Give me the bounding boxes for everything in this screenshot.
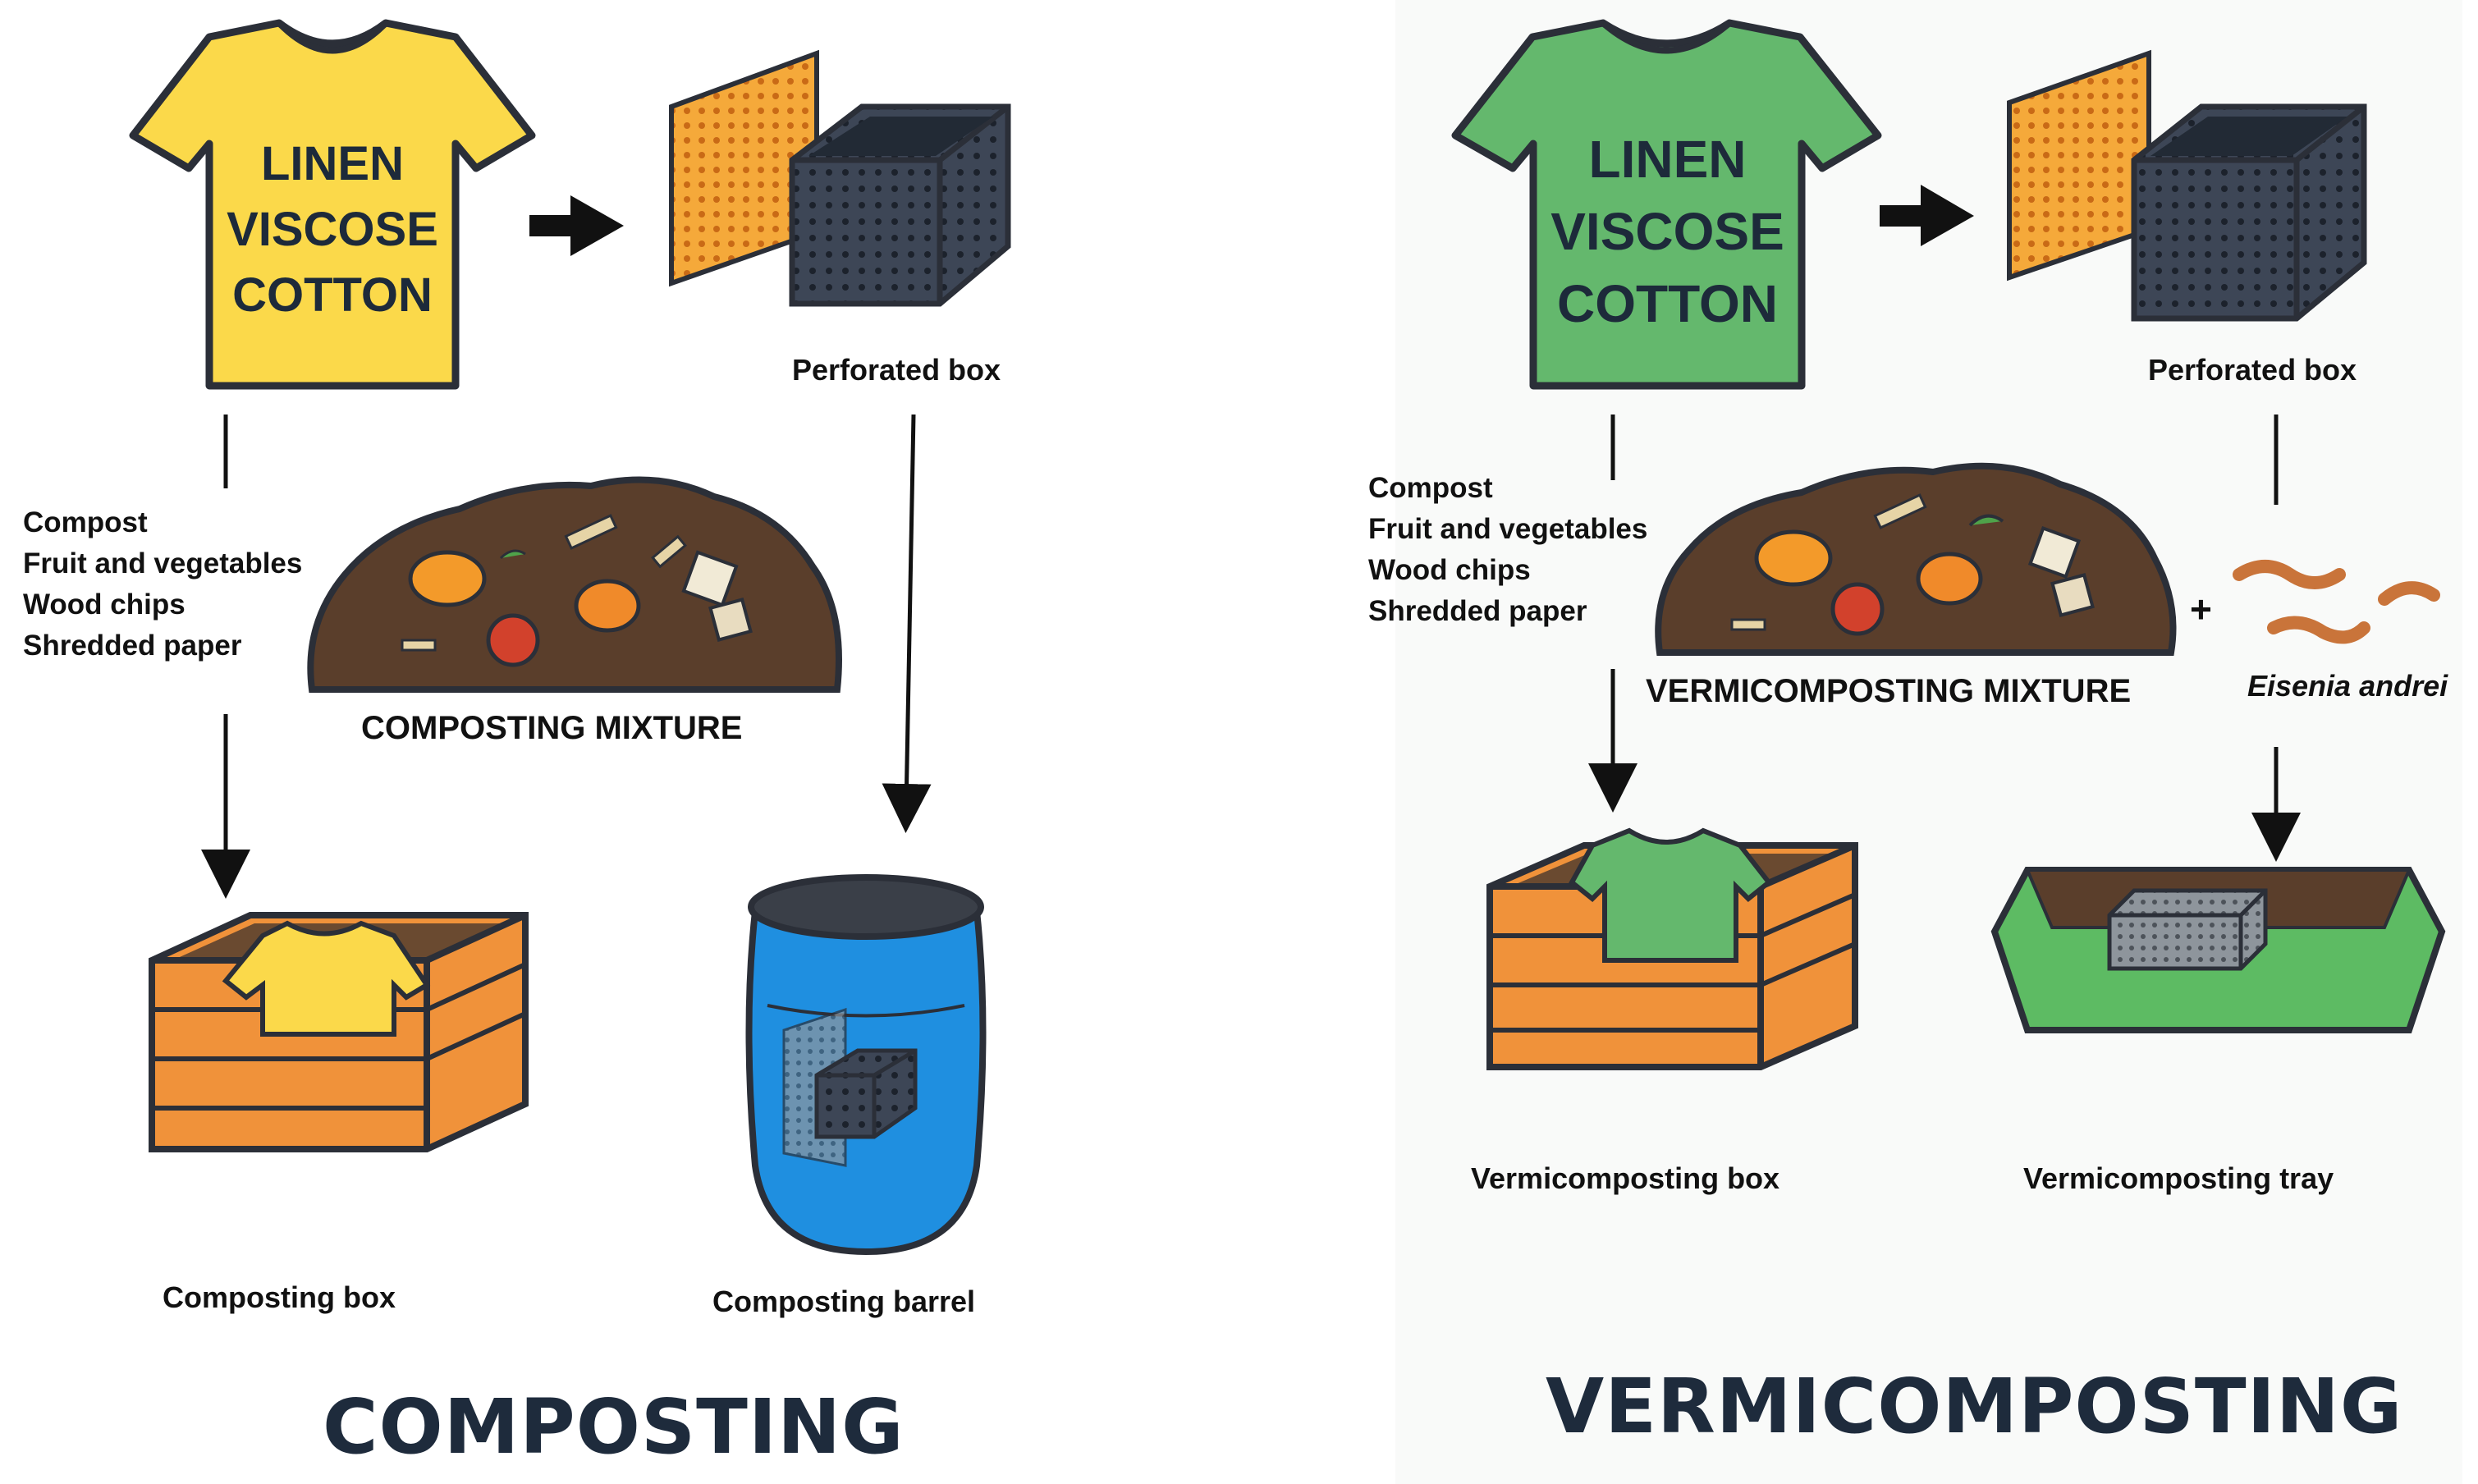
right-ingredient: Compost [1368, 472, 1493, 504]
left-ingredient: Shredded paper [23, 630, 242, 662]
left-shirt-line-1: LINEN [261, 137, 404, 190]
left-ingredient: Wood chips [23, 589, 186, 621]
right-right-arrow-icon [1880, 185, 1974, 246]
left-crate-icon [149, 912, 529, 1152]
right-tray-icon [1990, 867, 2446, 1033]
right-ingredient: Fruit and vegetables [1368, 513, 1648, 545]
right-shirt-label: LINEN VISCOSE COTTON [1533, 123, 1802, 340]
left-shirt-icon [129, 19, 536, 390]
plus-sign: + [2190, 588, 2212, 630]
left-shirt-label: LINEN VISCOSE COTTON [209, 131, 456, 328]
left-arrow-to-barrel [882, 414, 932, 833]
right-mixture-pile-icon [1655, 462, 2177, 656]
right-mixture-label: VERMICOMPOSTING MIXTURE [1646, 673, 2132, 709]
right-ingredients-list: Compost Fruit and vegetables Wood chips … [1368, 468, 1647, 632]
right-shirt-line-2: VISCOSE [1550, 202, 1784, 261]
right-ingredient: Wood chips [1368, 554, 1531, 586]
right-shirt-line-3: COTTON [1556, 274, 1779, 333]
right-box-label: Vermicomposting box [1471, 1161, 1780, 1195]
left-box-label: Composting box [163, 1280, 396, 1314]
left-shirt-line-2: VISCOSE [227, 203, 438, 256]
right-section-title: VERMICOMPOSTING [1546, 1363, 2403, 1450]
left-perforated-box-label: Perforated box [792, 353, 1001, 387]
right-perforated-box-label: Perforated box [2148, 353, 2357, 387]
right-tray-label: Vermicomposting tray [2023, 1161, 2334, 1195]
right-shirt-line-1: LINEN [1588, 130, 1747, 189]
left-ingredient: Compost [23, 506, 148, 538]
left-right-arrow-icon [529, 195, 624, 256]
right-ingredient: Shredded paper [1368, 595, 1587, 627]
right-perforated-box-icon [2007, 49, 2367, 322]
left-mixture-label: COMPOSTING MIXTURE [361, 710, 743, 746]
left-ingredient: Fruit and vegetables [23, 547, 303, 579]
left-barrel-icon [745, 874, 987, 1256]
left-perforated-box-icon [669, 49, 1011, 307]
right-crate-icon [1486, 827, 1858, 1070]
left-barrel-label: Composting barrel [712, 1285, 976, 1318]
left-section-title: COMPOSTING [323, 1383, 905, 1471]
left-ingredients-list: Compost Fruit and vegetables Wood chips … [23, 502, 302, 666]
worm-icons [2233, 560, 2440, 644]
worm-label: Eisenia andrei [2247, 669, 2448, 703]
left-shirt-line-3: COTTON [232, 268, 433, 322]
left-mixture-pile-icon [307, 476, 842, 693]
right-shirt-icon [1451, 19, 1882, 390]
